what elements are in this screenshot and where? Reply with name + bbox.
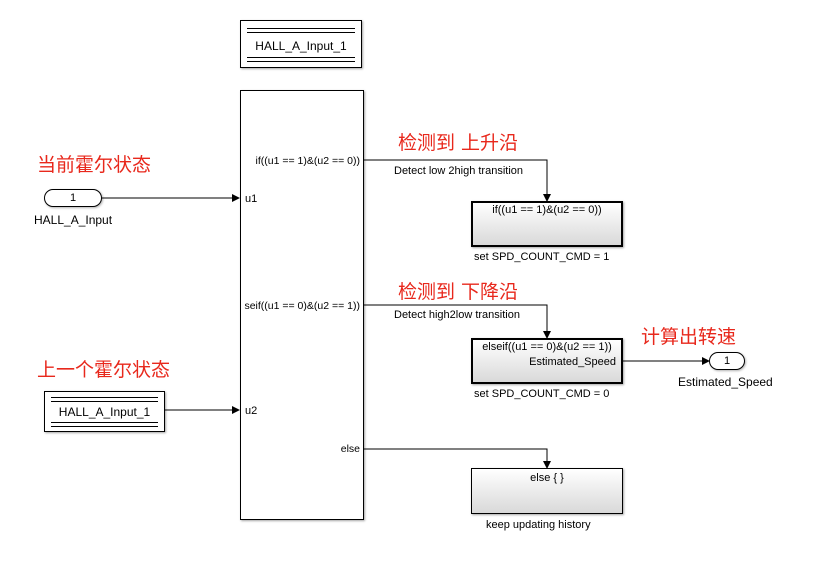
outport-block[interactable]: 1 — [709, 352, 745, 370]
annotation-previous-hall-state: 上一个霍尔状态 — [37, 359, 171, 381]
outport-name: Estimated_Speed — [678, 375, 773, 389]
if-port-u2: u2 — [245, 405, 258, 417]
signal-label-low2high: Detect low 2high transition — [394, 165, 524, 177]
action3-header: else { } — [530, 472, 564, 484]
action3-caption: keep updating history — [486, 519, 591, 531]
if-output-else: else — [340, 443, 360, 455]
action2-caption: set SPD_COUNT_CMD = 0 — [474, 388, 610, 400]
annotation-rising-edge: 检测到 上升沿 — [398, 132, 519, 154]
action2-output-port: Estimated_Speed — [529, 356, 616, 368]
store-bottom-line — [247, 57, 355, 62]
store-top-label: HALL_A_Input_1 — [255, 39, 347, 53]
if-action-subsystem-1[interactable]: if((u1 == 1)&(u2 == 0)) — [471, 201, 623, 247]
action1-header: if((u1 == 1)&(u2 == 0)) — [492, 204, 602, 216]
if-action-subsystem-2[interactable]: elseif((u1 == 0)&(u2 == 1)) Estimated_Sp… — [471, 338, 623, 384]
data-store-read-top[interactable]: HALL_A_Input_1 — [240, 20, 362, 68]
action1-caption: set SPD_COUNT_CMD = 1 — [474, 251, 610, 263]
if-port-u1: u1 — [245, 193, 258, 205]
store-top-line — [51, 397, 158, 402]
wire-else-action3 — [364, 448, 551, 469]
signal-label-high2low: Detect high2low transition — [394, 309, 520, 321]
annotation-falling-edge: 检测到 下降沿 — [398, 281, 519, 303]
wire-if-action1 — [364, 159, 551, 202]
inport-block[interactable]: 1 — [44, 189, 102, 207]
if-output-condition-1: if((u1 == 1)&(u2 == 0)) — [255, 155, 360, 167]
if-output-condition-2: seif((u1 == 0)&(u2 == 1)) — [244, 300, 360, 312]
store-bottom-line — [51, 422, 158, 427]
wire-elseif-action2 — [364, 304, 551, 339]
annotation-compute-speed: 计算出转速 — [641, 326, 737, 348]
store-top-line — [247, 28, 355, 33]
inport-name: HALL_A_Input — [34, 213, 113, 227]
if-block[interactable]: u1 u2 if((u1 == 1)&(u2 == 0)) seif((u1 =… — [240, 90, 364, 520]
data-store-read-left[interactable]: HALL_A_Input_1 — [44, 391, 165, 432]
action2-header: elseif((u1 == 0)&(u2 == 1)) — [482, 341, 612, 353]
if-action-subsystem-3[interactable]: else { } — [471, 468, 623, 514]
annotation-current-hall-state: 当前霍尔状态 — [37, 154, 152, 176]
store-left-label: HALL_A_Input_1 — [58, 405, 151, 419]
